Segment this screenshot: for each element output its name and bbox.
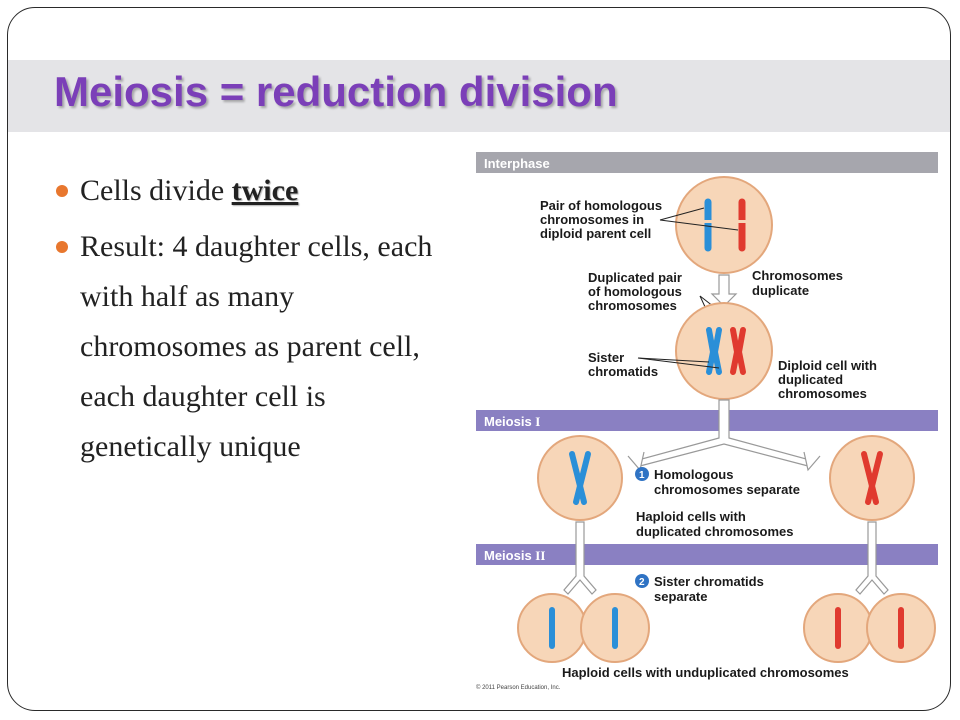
dup-pair-line2: of homologous <box>588 284 682 299</box>
arrow-down-icon <box>710 274 738 307</box>
pair-label-line2: chromosomes in <box>540 212 644 227</box>
bullet-list: Cells divide twice Result: 4 daughter ce… <box>56 166 456 478</box>
diploid-label-line1: Diploid cell with <box>778 358 877 373</box>
split-arrow-icon <box>637 399 811 467</box>
chromosomes-duplicate-line1: Chromosomes <box>752 268 843 283</box>
interphase-label: Interphase <box>484 156 550 171</box>
step1-line2: chromosomes separate <box>654 482 800 497</box>
diploid-label-line2: duplicated <box>778 372 843 387</box>
step2-badge <box>635 574 649 588</box>
haploid-dup-line1: Haploid cells with <box>636 509 746 524</box>
pair-label-line1: Pair of homologous <box>540 198 662 213</box>
copyright-text: © 2011 Pearson Education, Inc. <box>476 684 561 691</box>
meiosis-diagram: Interphase Meiosis I Meiosis II Pair of … <box>476 152 938 691</box>
dup-pair-line3: chromosomes <box>588 298 677 313</box>
meiosis2-bar <box>476 544 938 565</box>
split-arrow-left-icon <box>563 521 597 595</box>
interphase-bar <box>476 152 938 173</box>
bullet-item: Cells divide twice <box>56 166 456 216</box>
bullet-emphasis: twice <box>231 174 299 207</box>
split-arrow-right-icon <box>855 521 889 595</box>
meiosis2-label: Meiosis II <box>484 548 545 563</box>
meiosis1-label: Meiosis I <box>484 414 540 429</box>
bullet-dot-icon <box>56 185 68 197</box>
slide: Meiosis = reduction division Cells divid… <box>7 7 951 711</box>
sister-label-line2: chromatids <box>588 364 658 379</box>
step2-line2: separate <box>654 589 707 604</box>
diploid-duplicated-cell <box>675 302 773 400</box>
haploid-dup-line2: duplicated chromosomes <box>636 524 793 539</box>
bullet-dot-icon <box>56 241 68 253</box>
step2-line1: Sister chromatids <box>654 574 764 589</box>
bullet-text: Result: 4 daughter cells, each with half… <box>80 230 433 463</box>
step1-number: 1 <box>639 470 645 481</box>
pair-label-line3: diploid parent cell <box>540 226 651 241</box>
meiosis1-bar <box>476 410 938 431</box>
bullet-text: Cells divide <box>80 174 232 207</box>
title-band <box>8 60 950 132</box>
bullet-item: Result: 4 daughter cells, each with half… <box>56 222 456 472</box>
haploid-undup-label: Haploid cells with unduplicated chromoso… <box>562 665 849 680</box>
step2-number: 2 <box>639 577 645 588</box>
sister-label-line1: Sister <box>588 350 624 365</box>
step1-badge <box>635 467 649 481</box>
chromosomes-duplicate-line2: duplicate <box>752 283 809 298</box>
diploid-label-line3: chromosomes <box>778 386 867 401</box>
parent-cell <box>675 176 773 274</box>
slide-title: Meiosis = reduction division <box>54 68 618 115</box>
dup-pair-line1: Duplicated pair <box>588 270 682 285</box>
step1-line1: Homologous <box>654 467 733 482</box>
